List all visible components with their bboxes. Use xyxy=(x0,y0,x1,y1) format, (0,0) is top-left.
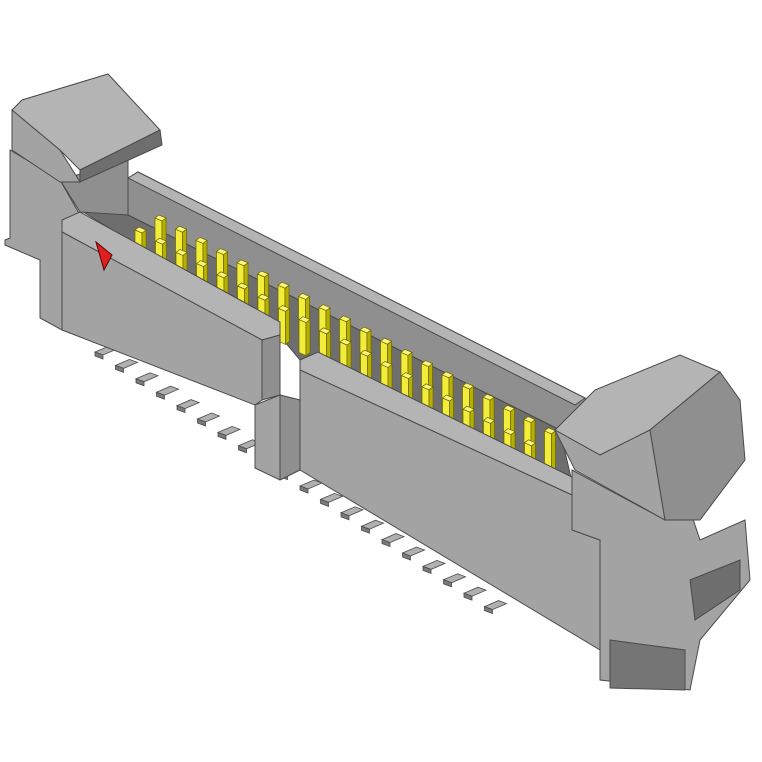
left-latch-side xyxy=(79,129,163,183)
smt-lead-edge xyxy=(402,552,411,561)
smt-lead-edge xyxy=(156,391,165,400)
right-end-window xyxy=(689,559,741,621)
triangle-icon xyxy=(95,240,113,272)
smt-lead-edge xyxy=(340,512,350,521)
smt-lead-edge xyxy=(217,431,227,440)
smt-lead-edge xyxy=(463,592,473,601)
smt-lead-edge xyxy=(94,351,104,360)
smt-leads xyxy=(93,345,508,615)
smt-lead-edge xyxy=(361,525,370,534)
smt-lead-edge xyxy=(197,418,206,427)
pin xyxy=(543,427,557,472)
smt-lead-edge xyxy=(320,498,329,507)
smt-lead-edge xyxy=(176,405,186,414)
pin xyxy=(298,316,311,357)
smt-lead-edge xyxy=(443,579,452,588)
smt-lead-edge xyxy=(135,378,145,387)
smt-lead-edge xyxy=(238,445,247,454)
left-end-body xyxy=(4,149,81,331)
smt-lead-edge xyxy=(484,606,493,615)
smt-lead-edge xyxy=(115,364,124,373)
front-wall-left-end xyxy=(261,334,281,401)
right-foot xyxy=(609,639,686,691)
center-key-side xyxy=(279,394,301,481)
smt-lead-edge xyxy=(381,539,391,548)
right-latch-side xyxy=(649,371,746,521)
smt-lead-edge xyxy=(422,565,432,574)
smt-lead-edge xyxy=(299,485,309,494)
front-wall-left-face xyxy=(61,231,263,406)
back-wall-top xyxy=(126,171,586,406)
